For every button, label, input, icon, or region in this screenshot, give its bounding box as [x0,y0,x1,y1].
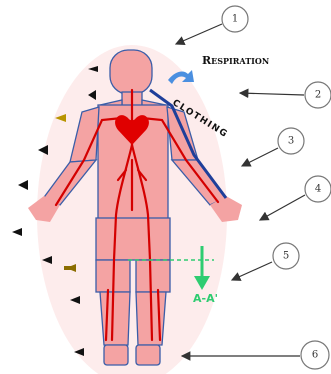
callout-5: 5 [232,243,299,280]
svg-text:6: 6 [312,350,318,361]
callout-4: 4 [260,176,331,220]
callout-6: 6 [182,341,329,369]
callout-1: 1 [176,6,248,44]
svg-text:2: 2 [315,90,321,101]
respiration-label: Respiration [202,54,269,67]
section-label: A-A' [193,292,218,305]
left-foot [104,345,128,365]
right-foot [136,345,160,365]
callout-3: 3 [242,128,304,166]
right-thigh [136,260,170,292]
callout-2: 2 [240,82,331,108]
head [110,50,152,94]
svg-text:5: 5 [283,251,289,262]
svg-text:4: 4 [315,184,321,195]
svg-text:3: 3 [288,136,294,147]
svg-text:1: 1 [232,14,238,25]
left-shin [100,292,130,345]
pelvis [96,218,170,260]
